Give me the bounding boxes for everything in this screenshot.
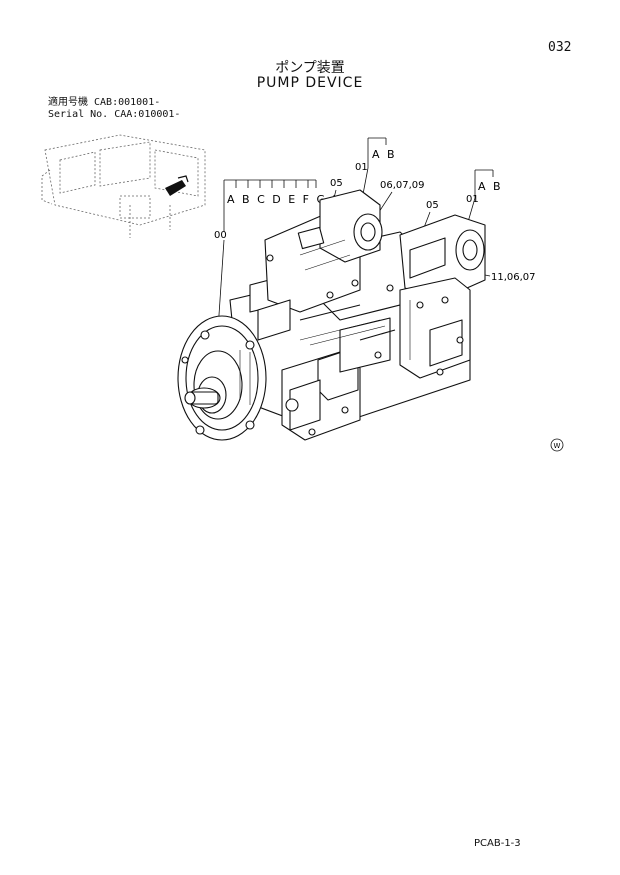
callout-b-letters: A B [478, 180, 503, 193]
label-05-left: 05 [330, 178, 343, 189]
callout-c-ref: 00 [214, 230, 227, 241]
hydraulic-pump-assembly-illustration [177, 189, 486, 441]
page-title-japanese: ポンプ装置 [275, 60, 345, 76]
serial-en: Serial No. CAA:010001- [48, 109, 181, 120]
callout-c-letters: A B C D E F G H [227, 193, 343, 206]
callout-b-ref: 01 [466, 194, 479, 205]
label-06-07-09: 06,07,09 [380, 180, 425, 191]
callout-a-letters: A B [372, 148, 397, 161]
callout-group-c [217, 179, 317, 331]
callout-group-b [467, 169, 494, 223]
pump-shading [239, 239, 411, 405]
page-number: 032 [548, 40, 572, 55]
circle-w-letter: W [554, 442, 561, 450]
serial-info: 適用号機 CAB:001001- Serial No. CAA:010001- [48, 97, 180, 121]
highlight-marker-icon [165, 175, 189, 196]
label-11-06-07: 11,06,07 [491, 272, 536, 283]
callout-a-ref: 01 [355, 162, 368, 173]
serial-jp: 適用号機 CAB:001001- [48, 97, 161, 108]
page-title: PUMP DEVICE [256, 75, 364, 91]
excavator-locator-icon [41, 134, 206, 238]
circle-w-mark [550, 438, 564, 452]
footer-code: PCAB-1-3 [474, 838, 521, 849]
label-05-right: 05 [426, 200, 439, 211]
